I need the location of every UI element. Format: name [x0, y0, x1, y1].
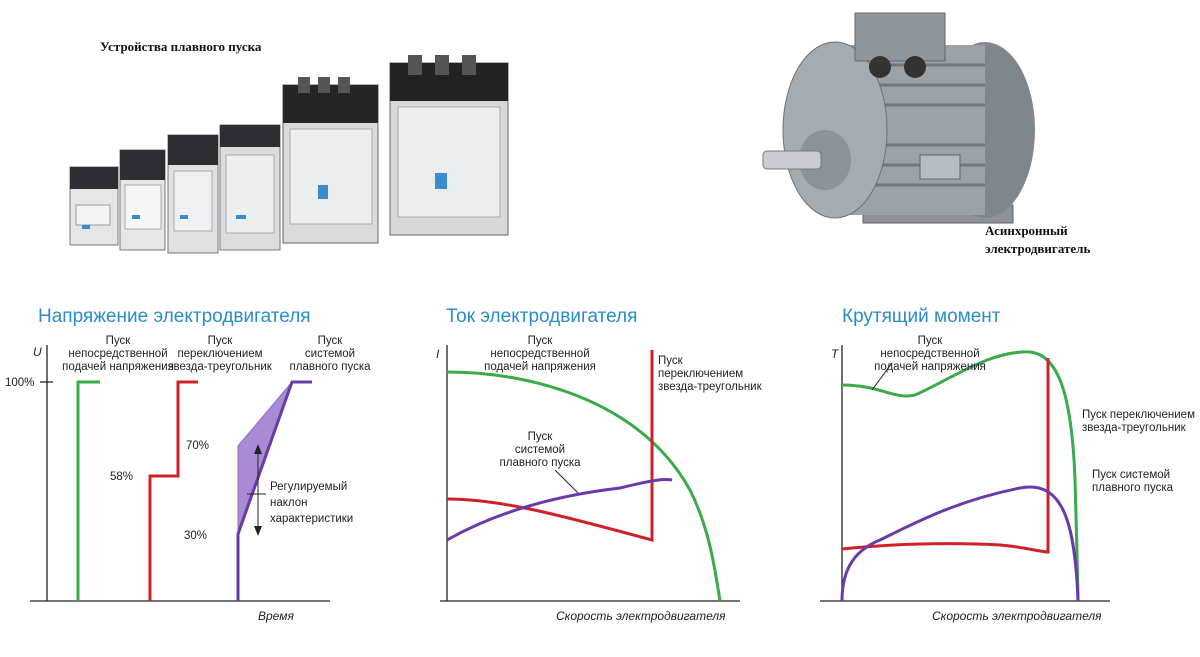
- voltage-soft-label-3: плавного пуска: [290, 361, 372, 373]
- current-star-delta-label-2: переключением: [658, 368, 743, 380]
- torque-direct-label-2: непосредственной: [880, 348, 979, 360]
- torque-chart-title: Крутящий момент: [842, 306, 1001, 327]
- current-y-axis-label: I: [436, 347, 440, 361]
- current-soft-label-1: Пуск: [528, 431, 554, 443]
- tick-58: 58%: [110, 471, 133, 483]
- torque-soft-label-1: Пуск системой: [1092, 469, 1170, 481]
- torque-soft-curve: [840, 485, 1080, 602]
- voltage-soft-label-2: системой: [305, 348, 355, 360]
- torque-direct-label-1: Пуск: [918, 335, 944, 347]
- current-chart-title: Ток электродвигателя: [446, 306, 638, 327]
- current-star-delta-curve: [446, 350, 654, 542]
- current-direct-label-3: подачей напряжения: [484, 361, 596, 373]
- voltage-direct-line: [76, 380, 100, 601]
- torque-direct-label-3: подачей напряжения: [874, 361, 986, 373]
- motor-caption: Асинхронный электродвигатель: [985, 222, 1090, 258]
- current-star-delta-label-3: звезда-треугольник: [658, 381, 763, 393]
- current-chart: I Скорость электродвигателя Пуск непосре…: [436, 335, 763, 623]
- tick-30: 30%: [184, 530, 207, 542]
- torque-star-delta-curve: [841, 358, 1050, 554]
- current-x-axis-label: Скорость электродвигателя: [556, 609, 726, 623]
- torque-direct-curve: [841, 350, 1080, 602]
- tick-70: 70%: [186, 440, 209, 452]
- current-soft-label-2: системой: [515, 444, 565, 456]
- torque-x-axis-label: Скорость электродвигателя: [932, 609, 1102, 623]
- slope-note-3: характеристики: [270, 513, 353, 525]
- current-direct-curve: [446, 370, 722, 602]
- soft-starter-unit-5: [282, 77, 379, 244]
- torque-y-axis-label: T: [831, 347, 840, 361]
- torque-star-delta-label-2: звезда-треугольник: [1082, 422, 1187, 434]
- voltage-chart: U Время 100% 58% 70% 30% Пуск непосредст…: [5, 335, 372, 623]
- voltage-direct-label-3: подачей напряжения: [62, 361, 174, 373]
- voltage-soft-label-1: Пуск: [318, 335, 344, 347]
- torque-soft-label-2: плавного пуска: [1092, 482, 1174, 494]
- voltage-direct-label-2: непосредственной: [68, 348, 167, 360]
- slope-note-1: Регулируемый: [270, 481, 347, 493]
- current-star-delta-label-1: Пуск: [658, 355, 684, 367]
- voltage-star-delta-label-1: Пуск: [208, 335, 234, 347]
- soft-starter-unit-6: [389, 55, 509, 236]
- current-soft-curve: [446, 478, 673, 542]
- voltage-direct-label-1: Пуск: [106, 335, 132, 347]
- torque-chart: T Скорость электродвигателя Пуск непосре…: [820, 335, 1195, 623]
- voltage-star-delta-label-3: звезда-треугольник: [168, 361, 273, 373]
- voltage-x-axis-label: Время: [258, 609, 294, 623]
- soft-starter-unit-1: [69, 166, 119, 246]
- current-direct-label-2: непосредственной: [490, 348, 589, 360]
- motor-caption-line2: электродвигатель: [985, 241, 1091, 256]
- slope-note-2: наклон: [270, 497, 308, 509]
- soft-starter-unit-3: [167, 134, 219, 254]
- voltage-soft-start-line: [236, 380, 312, 601]
- current-direct-label-1: Пуск: [528, 335, 554, 347]
- soft-starter-unit-2: [119, 149, 166, 251]
- tick-100: 100%: [5, 377, 34, 389]
- soft-starters-caption: Устройства плавного пуска: [100, 39, 262, 54]
- voltage-star-delta-line: [148, 380, 198, 601]
- soft-starter-unit-4: [219, 124, 281, 251]
- motor-caption-line1: Асинхронный: [985, 223, 1068, 238]
- voltage-star-delta-label-2: переключением: [177, 348, 262, 360]
- voltage-y-axis-label: U: [33, 345, 42, 359]
- voltage-chart-title: Напряжение электродвигателя: [38, 306, 311, 327]
- current-soft-label-3: плавного пуска: [500, 457, 582, 469]
- torque-star-delta-label-1: Пуск переключением: [1082, 409, 1195, 421]
- soft-starters-illustration: [69, 55, 509, 254]
- induction-motor-illustration: [762, 12, 1035, 224]
